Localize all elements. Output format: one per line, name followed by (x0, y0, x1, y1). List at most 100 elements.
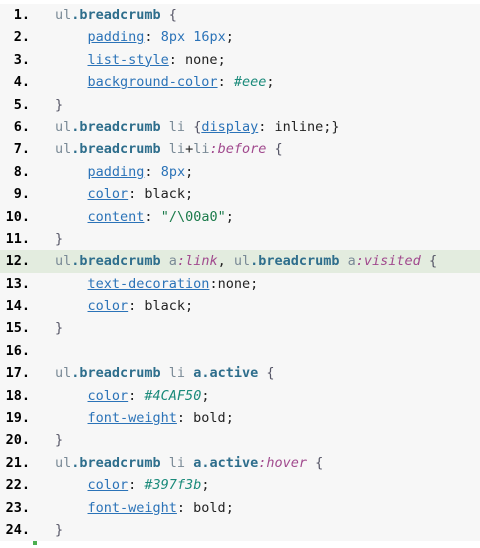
code-line: 15.} (0, 317, 480, 340)
code-token: ul (55, 365, 72, 382)
code-line: 14. color: black; (0, 295, 480, 318)
code-token: a (339, 253, 356, 270)
code-token: color (87, 186, 129, 203)
code-text: font-weight: bold; (55, 497, 480, 519)
code-token: color (87, 477, 129, 494)
code-token: li (160, 454, 194, 471)
code-token: #397f3b (144, 477, 202, 494)
line-number: 22. (5, 477, 30, 494)
code-text: ul.breadcrumb li a.active:hover { (55, 452, 480, 474)
code-token: color (87, 387, 129, 404)
code-line: 19. font-weight: bold; (0, 407, 480, 430)
code-line: 10. content: "/\00a0"; (0, 205, 480, 228)
code-token: 8px 16px (160, 29, 226, 46)
code-token: li (193, 141, 210, 158)
code-token: ; (225, 29, 234, 46)
line-number: 13. (5, 275, 30, 292)
code-line: 8. padding: 8px; (0, 160, 480, 184)
code-token: color (87, 298, 129, 315)
code-token (55, 477, 88, 493)
code-line: 21. ul.breadcrumb li a.active:hover { (0, 451, 480, 475)
code-token: :link (176, 253, 218, 270)
code-token: 8px (160, 163, 186, 180)
line-number: 1. (13, 7, 30, 23)
code-text: padding: 8px; (55, 161, 480, 183)
code-token: :hover (258, 454, 307, 471)
code-line: 5.} (0, 93, 480, 116)
code-token: } (55, 320, 64, 337)
code-token: padding (87, 163, 145, 180)
code-text: ul.breadcrumb { (55, 4, 480, 26)
line-number: 15. (5, 320, 30, 337)
code-token: ; (201, 387, 210, 404)
code-token (55, 186, 88, 202)
line-number: 5. (13, 96, 30, 113)
code-token: : black; (128, 186, 194, 203)
code-text: } (55, 228, 480, 250)
line-number: 19. (5, 410, 30, 427)
code-example-block[interactable]: 1.ul.breadcrumb {2. padding: 8px 16px;3.… (0, 4, 480, 548)
code-token: font-weight (87, 410, 177, 427)
line-number: 21. (5, 454, 30, 471)
code-text: ul.breadcrumb li+li:before { (55, 138, 480, 160)
code-text: } (55, 94, 480, 116)
code-token: : (144, 163, 161, 180)
code-token: .breadcrumb (71, 7, 161, 23)
code-line: 4. background-color: #eee; (0, 71, 480, 94)
code-line: 22. color: #397f3b; (0, 474, 480, 497)
code-token: + (185, 141, 194, 158)
code-token: : (144, 208, 161, 225)
code-text: } (55, 519, 480, 541)
code-token: .breadcrumb (71, 454, 161, 471)
line-number: 9. (13, 186, 30, 203)
code-token: a.active (193, 365, 259, 382)
line-number: 8. (13, 163, 30, 180)
line-number: 23. (5, 499, 30, 516)
code-text: padding: 8px 16px; (55, 26, 480, 48)
code-token (55, 209, 88, 225)
code-text: color: #397f3b; (55, 474, 480, 496)
code-token: } (55, 230, 64, 247)
code-text: color: #4CAF50; (55, 385, 480, 407)
code-token: .breadcrumb (71, 365, 161, 382)
code-line: 24.} (0, 518, 480, 542)
line-number: 14. (5, 298, 30, 315)
code-token: font-weight (87, 499, 177, 516)
code-text: color: black; (55, 183, 480, 205)
code-text: background-color: #eee; (55, 71, 480, 93)
code-token: list-style (87, 51, 169, 68)
code-token: : (128, 477, 145, 494)
code-token: content (87, 208, 145, 225)
code-token: , (217, 253, 234, 270)
code-token: { (307, 454, 324, 471)
code-token: ; (225, 208, 234, 225)
code-token: ; (266, 74, 275, 91)
code-token: text-decoration (87, 275, 210, 292)
line-number: 24. (5, 521, 30, 538)
code-line: 18. color: #4CAF50; (0, 384, 480, 408)
line-number: 18. (5, 387, 30, 404)
code-line: 2. padding: 8px 16px; (0, 26, 480, 49)
code-line: 3. list-style: none; (0, 48, 480, 72)
code-token: { (193, 118, 202, 135)
code-line: 11.} (0, 227, 480, 251)
code-token: : (144, 29, 161, 46)
code-token: .breadcrumb (71, 118, 161, 135)
code-token: background-color (87, 74, 218, 91)
line-number: 3. (13, 51, 30, 68)
code-line: 9. color: black; (0, 183, 480, 206)
code-text (55, 340, 480, 362)
code-token: a (160, 253, 177, 270)
code-token: display (201, 118, 259, 135)
code-token (55, 29, 88, 45)
code-token: .breadcrumb (71, 141, 161, 158)
code-token: #4CAF50 (144, 387, 202, 404)
code-token: : bold; (176, 410, 234, 427)
code-text: ul.breadcrumb li {display: inline;} (55, 116, 480, 138)
line-number: 17. (5, 365, 30, 382)
code-line: 12.ul.breadcrumb a:link, ul.breadcrumb a… (0, 250, 480, 273)
code-token (55, 276, 88, 292)
code-token: :visited (355, 253, 421, 270)
code-token: ul (55, 253, 72, 270)
code-token: ul (233, 253, 251, 270)
